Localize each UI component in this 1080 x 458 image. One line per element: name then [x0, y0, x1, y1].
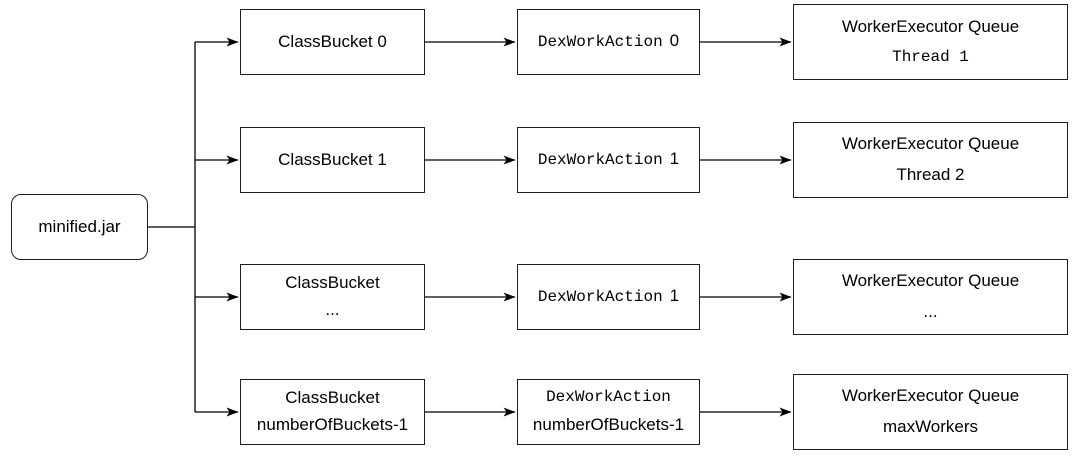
node-dexworkaction-0-label: DexWorkAction 0 [537, 31, 680, 52]
node-classbucket-ellipsis-dots: ... [325, 300, 340, 320]
node-classbucket-1: ClassBucket 1 [240, 127, 425, 193]
node-classbucket-1-label: ClassBucket 1 [278, 149, 387, 169]
node-workerqueue-1-thread: Thread 2 [896, 165, 965, 185]
node-workerqueue-last-title: WorkerExecutor Queue [841, 386, 1020, 406]
node-workerqueue-0-thread: Thread 1 [892, 47, 969, 66]
node-workerqueue-1: WorkerExecutor Queue Thread 2 [793, 122, 1068, 198]
node-classbucket-last: ClassBucket numberOfBuckets-1 [240, 379, 425, 445]
node-classbucket-last-index: numberOfBuckets-1 [256, 415, 409, 435]
node-workerqueue-ellipsis-title: WorkerExecutor Queue [841, 271, 1020, 291]
node-classbucket-0-label: ClassBucket 0 [278, 31, 387, 51]
node-workerqueue-1-title: WorkerExecutor Queue [841, 134, 1020, 154]
node-workerqueue-ellipsis: WorkerExecutor Queue ... [793, 259, 1068, 335]
node-minified-jar: minified.jar [11, 194, 148, 260]
node-workerqueue-ellipsis-dots: ... [923, 302, 938, 322]
node-dexworkaction-0: DexWorkAction 0 [517, 9, 700, 75]
node-classbucket-0: ClassBucket 0 [240, 9, 425, 75]
node-workerqueue-0: WorkerExecutor Queue Thread 1 [793, 4, 1068, 80]
node-minified-jar-label: minified.jar [38, 216, 121, 236]
node-classbucket-last-label: ClassBucket [285, 387, 380, 407]
node-dexworkaction-ellipsis: DexWorkAction 1 [517, 264, 700, 330]
node-workerqueue-last: WorkerExecutor Queue maxWorkers [793, 374, 1068, 450]
node-dexworkaction-last-label: DexWorkAction [546, 388, 671, 407]
node-dexworkaction-ellipsis-label: DexWorkAction 1 [537, 286, 680, 307]
node-dexworkaction-last-index: numberOfBuckets-1 [532, 415, 685, 435]
node-classbucket-ellipsis-label: ClassBucket [285, 272, 380, 292]
node-workerqueue-0-title: WorkerExecutor Queue [841, 16, 1020, 36]
node-dexworkaction-1: DexWorkAction 1 [517, 127, 700, 193]
node-dexworkaction-last: DexWorkAction numberOfBuckets-1 [517, 379, 700, 445]
node-classbucket-ellipsis: ClassBucket ... [240, 264, 425, 330]
node-workerqueue-last-maxworkers: maxWorkers [882, 417, 979, 437]
node-dexworkaction-1-label: DexWorkAction 1 [537, 149, 680, 170]
